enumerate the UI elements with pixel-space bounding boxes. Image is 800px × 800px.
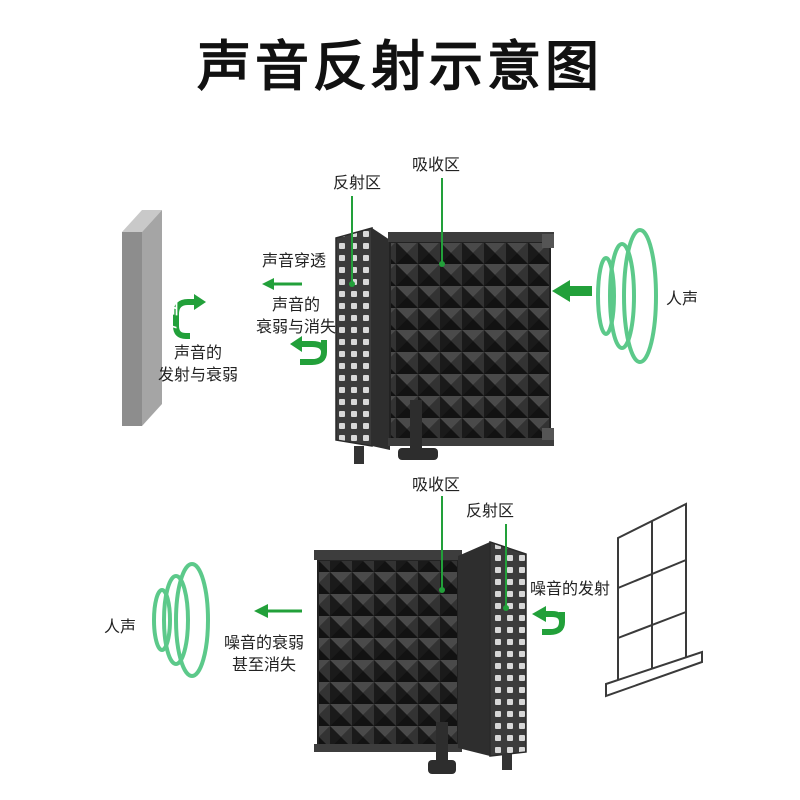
wall-reflect-line2: 发射与衰弱 — [157, 365, 238, 384]
bottom-absorb-foam — [317, 559, 459, 747]
noise-attenuate-label: 噪音的衰弱 甚至消失 — [216, 632, 312, 676]
noise-attenuate-line1: 噪音的衰弱 — [223, 633, 304, 652]
wall-reflect-label: 声音的 发射与衰弱 — [150, 342, 246, 386]
bottom-reflect-panel — [489, 540, 527, 757]
top-absorb-zone-label: 吸收区 — [412, 155, 461, 174]
voice-input-arrow — [552, 280, 592, 302]
attenuate-line2: 衰弱与消失 — [255, 317, 336, 336]
top-voice-label: 人声 — [666, 289, 699, 308]
top-screen — [335, 227, 554, 464]
bottom-reflect-zone-label: 反射区 — [466, 501, 515, 520]
top-reflect-panel — [335, 227, 373, 447]
top-arrows — [173, 178, 592, 365]
penetrate-label: 声音穿透 — [262, 251, 327, 270]
bottom-arrows — [254, 496, 565, 635]
attenuate-line1: 声音的 — [271, 295, 320, 314]
top-voice-waves — [596, 228, 658, 364]
noise-reflect-label: 噪音的发射 — [530, 579, 611, 598]
top-reflect-zone-label: 反射区 — [333, 173, 382, 192]
bottom-absorb-zone-label: 吸收区 — [412, 475, 461, 494]
window — [605, 502, 703, 698]
wall-block — [122, 210, 162, 426]
noise-outgoing-arrow — [254, 604, 302, 618]
attenuate-label: 声音的 衰弱与消失 — [252, 294, 340, 338]
wall-uturn-arrow — [173, 294, 206, 339]
bottom-screen — [314, 540, 527, 774]
wall-reflect-line1: 声音的 — [173, 343, 222, 362]
noise-attenuate-line2: 甚至消失 — [231, 655, 296, 674]
penetrate-arrow — [262, 278, 302, 290]
bottom-voice-label: 人声 — [104, 617, 137, 636]
bottom-voice-waves — [152, 562, 210, 678]
noise-reflect-uturn-arrow — [532, 606, 565, 635]
page-title: 声音反射示意图 — [197, 35, 603, 98]
attenuate-uturn-arrow — [290, 336, 327, 365]
